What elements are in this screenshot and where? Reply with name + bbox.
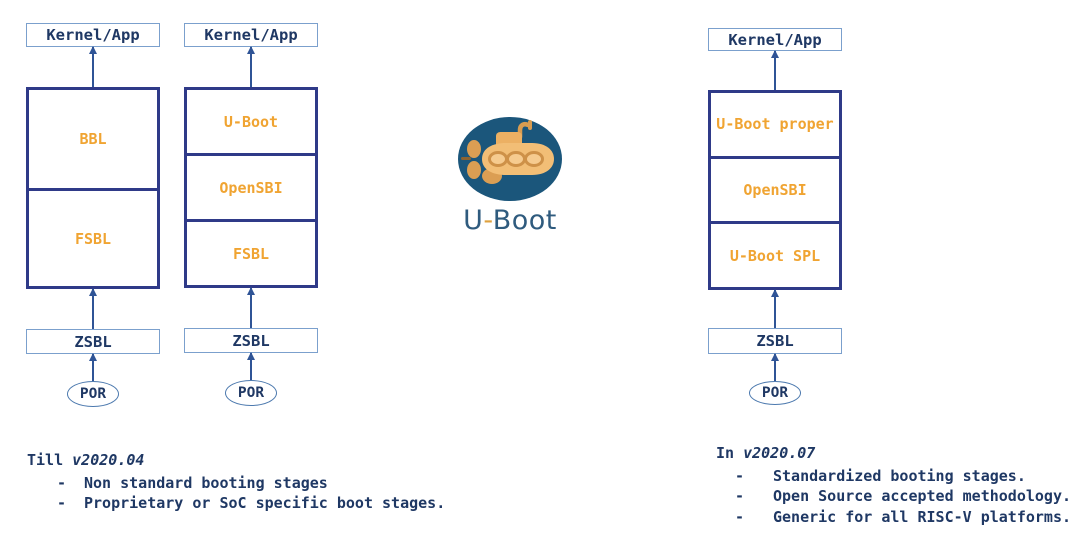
notes-title: Till v2020.04 xyxy=(27,450,445,471)
boot-stack: U-Boot proper OpenSBI U-Boot SPL xyxy=(708,90,842,290)
notes-title-prefix: In xyxy=(716,444,744,462)
bullet-dash: - xyxy=(57,473,67,492)
por-ellipse: POR xyxy=(67,381,119,407)
kernel-app-label: Kernel/App xyxy=(46,26,140,44)
zsbl-label: ZSBL xyxy=(756,332,794,350)
zsbl-box: ZSBL xyxy=(184,328,318,353)
flow-arrow xyxy=(250,47,252,87)
flow-arrow xyxy=(774,354,776,381)
logo-text-u: U xyxy=(463,205,484,236)
flow-arrow xyxy=(250,353,252,380)
bullet-text: Non standard booting stages xyxy=(84,473,328,492)
flow-arrow xyxy=(92,289,94,329)
boot-stack: BBL FSBL xyxy=(26,87,160,289)
stage-uboot-proper: U-Boot proper xyxy=(711,93,839,156)
notes-title-prefix: Till xyxy=(27,451,73,469)
bullet-dash: - xyxy=(735,507,745,526)
stage-fsbl: FSBL xyxy=(29,188,157,286)
bullet-item: - Non standard booting stages xyxy=(27,473,445,494)
stage-label: FSBL xyxy=(232,244,270,263)
por-label: POR xyxy=(237,385,265,401)
notes-title-version: v2020.07 xyxy=(743,444,816,462)
submarine-icon xyxy=(458,117,562,201)
zsbl-label: ZSBL xyxy=(232,331,270,350)
logo-text-boot: Boot xyxy=(492,205,557,236)
stage-label: BBL xyxy=(79,130,107,149)
bullet-dash: - xyxy=(735,487,745,505)
flow-arrow xyxy=(92,47,94,87)
kernel-app-label: Kernel/App xyxy=(204,26,298,44)
kernel-app-box: Kernel/App xyxy=(184,23,318,47)
diagram-standardized: Kernel/App U-Boot proper OpenSBI U-Boot … xyxy=(708,28,842,405)
por-label: POR xyxy=(761,385,789,401)
stage-label: OpenSBI xyxy=(219,178,283,197)
por-ellipse: POR xyxy=(225,380,277,406)
por-ellipse: POR xyxy=(749,381,801,405)
kernel-app-box: Kernel/App xyxy=(26,23,160,47)
notes-title-version: v2020.04 xyxy=(72,451,145,469)
flow-arrow xyxy=(250,288,252,328)
bullet-item: - Standardized booting stages. xyxy=(716,466,1071,487)
stage-label: OpenSBI xyxy=(743,181,807,199)
bullet-item: - Proprietary or SoC specific boot stage… xyxy=(27,493,445,514)
bullet-text: Generic for all RISC-V platforms. xyxy=(773,507,1072,526)
stage-bbl: BBL xyxy=(29,90,157,188)
notes-in-v2020-07: In v2020.07 - Standardized booting stage… xyxy=(716,443,1071,527)
stage-label: U-Boot SPL xyxy=(729,246,821,265)
stage-label: FSBL xyxy=(74,229,112,248)
notes-till-v2020-04: Till v2020.04 - Non standard booting sta… xyxy=(27,450,445,514)
zsbl-label: ZSBL xyxy=(74,332,112,351)
bullet-text: Standardized booting stages. xyxy=(773,466,1026,485)
kernel-app-box: Kernel/App xyxy=(708,28,842,51)
flow-arrow xyxy=(774,290,776,328)
bullet-item: - Open Source accepted methodology. xyxy=(716,486,1071,507)
zsbl-box: ZSBL xyxy=(26,329,160,354)
stage-opensbi: OpenSBI xyxy=(187,153,315,219)
uboot-logo-wordmark: U-Boot xyxy=(451,205,569,236)
bullet-text: Open Source accepted methodology. xyxy=(773,487,1072,505)
zsbl-box: ZSBL xyxy=(708,328,842,354)
diagram-legacy-uboot: Kernel/App U-Boot OpenSBI FSBL ZSBL POR xyxy=(184,23,318,406)
bullet-dash: - xyxy=(735,466,745,485)
flow-arrow xyxy=(774,51,776,90)
logo-text-dash: - xyxy=(483,205,493,236)
diagram-legacy-bbl: Kernel/App BBL FSBL ZSBL POR xyxy=(26,23,160,407)
bullet-dash: - xyxy=(57,494,67,512)
stage-label: U-Boot proper xyxy=(716,115,834,134)
stage-fsbl: FSBL xyxy=(187,219,315,285)
bullet-text: Proprietary or SoC specific boot stages. xyxy=(84,494,446,512)
notes-title: In v2020.07 xyxy=(716,443,1071,464)
boot-stack: U-Boot OpenSBI FSBL xyxy=(184,87,318,288)
stage-uboot: U-Boot xyxy=(187,90,315,153)
kernel-app-label: Kernel/App xyxy=(728,30,822,49)
por-label: POR xyxy=(79,386,107,402)
stage-label: U-Boot xyxy=(223,112,279,131)
stage-opensbi: OpenSBI xyxy=(711,155,839,222)
bullet-item: - Generic for all RISC-V platforms. xyxy=(716,507,1071,528)
flow-arrow xyxy=(92,354,94,381)
uboot-logo: U-Boot xyxy=(451,117,569,236)
stage-uboot-spl: U-Boot SPL xyxy=(711,221,839,287)
